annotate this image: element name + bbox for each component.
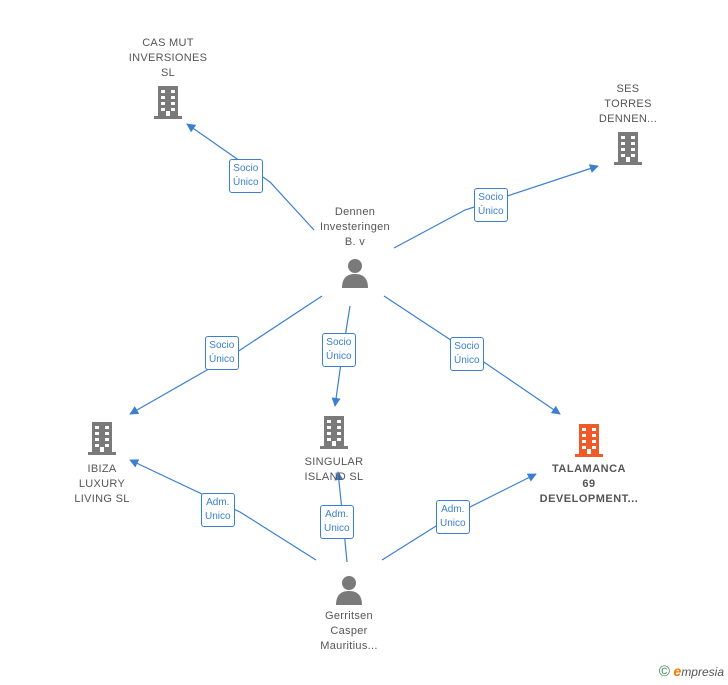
relation-qualifier: Único (454, 355, 480, 366)
label-line: Investeringen (320, 221, 390, 233)
label-line: IBIZA (87, 463, 117, 475)
label-line: Mauritius... (320, 640, 378, 652)
building-icon (575, 424, 603, 457)
edge-dennen-ses (393, 164, 599, 249)
label-line: Dennen (334, 206, 376, 218)
label-line: CAS MUT (142, 37, 194, 49)
label-line: LIVING SL (74, 493, 130, 505)
copyright-icon: © (658, 663, 670, 680)
node-label: Dennen Investeringen B. v (285, 205, 425, 250)
relation-qualifier: Unico (324, 523, 350, 534)
edge-dennen-cas (186, 123, 315, 231)
node-label: SINGULAR ISLAND SL (264, 455, 404, 485)
relation-qualifier: Único (326, 351, 352, 362)
relation-qualifier: Único (209, 354, 235, 365)
relation-type: Socio (478, 192, 504, 203)
label-line: LUXURY (78, 478, 126, 490)
relation-qualifier: Unico (205, 511, 231, 522)
relation-qualifier: Único (478, 206, 504, 217)
relation-label-gerritsen-ibiza[interactable]: Adm. Unico (201, 493, 235, 527)
relation-type: Socio (326, 337, 352, 348)
edge-gerritsen-ibiza (129, 459, 317, 561)
brand-logo-initial: e (673, 663, 682, 679)
label-line: Casper (330, 625, 368, 637)
label-line: TORRES (604, 98, 652, 110)
building-icon (88, 422, 116, 455)
relation-label-gerritsen-singular[interactable]: Adm. Unico (320, 505, 354, 539)
label-line: B. v (344, 236, 366, 248)
label-line: Gerritsen (325, 610, 373, 622)
footer-brand[interactable]: © empresia (659, 663, 724, 680)
relation-label-dennen-ibiza[interactable]: Socio Único (205, 336, 239, 370)
node-label: TALAMANCA 69 DEVELOPMENT... (519, 462, 659, 507)
label-line: SINGULAR (304, 456, 364, 468)
person-icon (336, 576, 362, 605)
building-icon (614, 132, 642, 165)
relation-type: Adm. (325, 509, 349, 520)
relation-type: Socio (209, 340, 235, 351)
label-line: 69 (582, 478, 596, 490)
brand-name: mpresia (681, 665, 724, 679)
node-label: SES TORRES DENNEN... (558, 82, 698, 127)
relation-qualifier: Unico (440, 518, 466, 529)
building-icon (154, 86, 182, 119)
label-line: TALAMANCA (552, 463, 626, 475)
label-line: DENNEN... (598, 113, 658, 125)
relation-label-dennen-singular[interactable]: Socio Único (322, 333, 356, 367)
relation-label-dennen-cas[interactable]: Socio Único (229, 159, 263, 193)
relation-type: Socio (454, 341, 480, 352)
building-icon (320, 416, 348, 449)
label-line: INVERSIONES (128, 52, 208, 64)
label-line: SL (160, 67, 176, 79)
relation-type: Adm. (441, 504, 465, 515)
relation-type: Adm. (206, 497, 230, 508)
node-label: IBIZA LUXURY LIVING SL (32, 462, 172, 507)
label-line: SES (616, 83, 640, 95)
relation-qualifier: Único (233, 177, 259, 188)
relation-label-dennen-ses[interactable]: Socio Único (474, 188, 508, 222)
label-line: DEVELOPMENT... (539, 493, 639, 505)
node-label: CAS MUT INVERSIONES SL (98, 36, 238, 81)
relation-type: Socio (233, 163, 259, 174)
relation-label-gerritsen-talamanca[interactable]: Adm. Unico (436, 500, 470, 534)
label-line: ISLAND SL (304, 471, 364, 483)
person-icon (342, 259, 368, 288)
node-label: Gerritsen Casper Mauritius... (279, 609, 419, 654)
relation-label-dennen-talamanca[interactable]: Socio Único (450, 337, 484, 371)
